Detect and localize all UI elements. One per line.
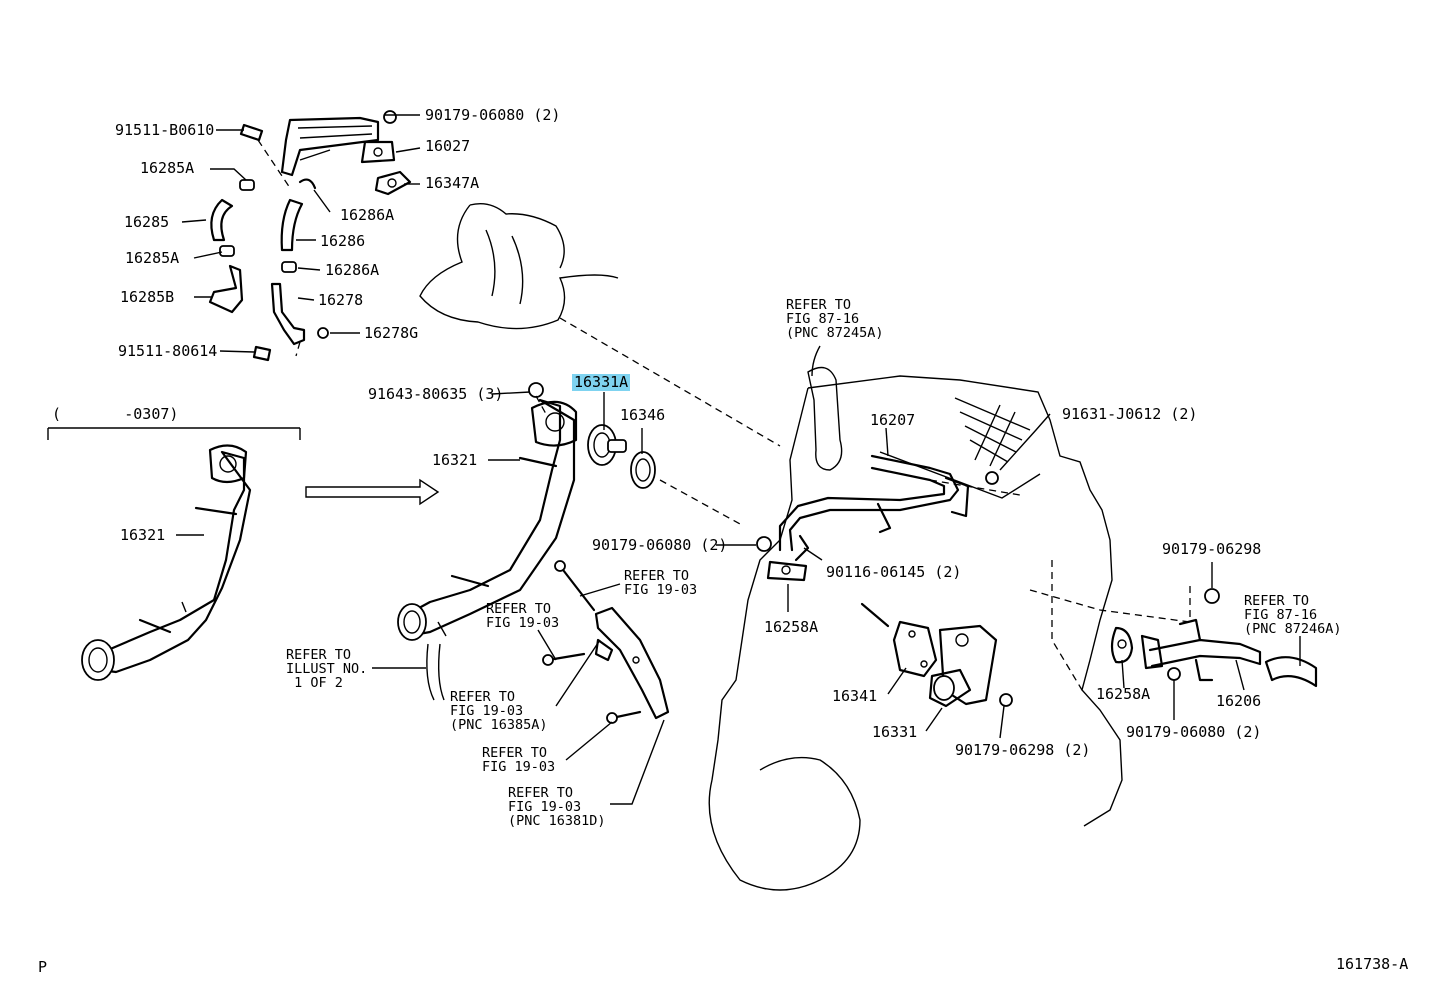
part-label-90116-06145[interactable]: 90116-06145 (2) [826,563,962,581]
ref-note-pnc-87246a: REFER TO FIG 87-16 (PNC 87246A) [1244,593,1342,637]
water-outlet-pipe-old [47,427,301,681]
bracket-group [542,560,670,724]
part-label-91511-b0610[interactable]: 91511-B0610 [115,121,215,139]
ref-note-pnc-87245a: REFER TO FIG 87-16 (PNC 87245A) [786,297,884,341]
part-label-90179-06080-right[interactable]: 90179-06080 (2) [1126,723,1262,741]
ref-note-pnc-16385a: REFER TO FIG 19-03 (PNC 16385A) [450,689,548,733]
date-range-label: ( -0307) [52,405,179,423]
part-label-16285b[interactable]: 16285B [120,288,175,306]
leader-lines [176,114,1301,805]
part-label-16331a[interactable]: 16331A [572,373,631,391]
part-label-16286a-top[interactable]: 16286A [340,206,395,224]
part-label-16258a-left[interactable]: 16258A [764,618,819,636]
ref-note-fig-19-03-b: REFER TO FIG 19-03 [486,601,560,631]
part-label-90179-06080-mid[interactable]: 90179-06080 (2) [592,536,728,554]
part-label-16321-new[interactable]: 16321 [432,451,478,469]
water-outlet-pipe-new [397,382,578,701]
engine-block-outline [708,366,1191,891]
part-label-16285a-mid[interactable]: 16285A [125,249,180,267]
part-label-16285[interactable]: 16285 [124,213,170,231]
ref-note-fig-19-03-c: REFER TO FIG 19-03 [482,745,556,775]
part-label-16286[interactable]: 16286 [320,232,366,250]
ref-note-fig-19-03-a: REFER TO FIG 19-03 [624,568,698,598]
page-letter: P [38,958,48,976]
part-label-90179-06080-top[interactable]: 90179-06080 (2) [425,106,561,124]
part-label-90179-06298-2[interactable]: 90179-06298 (2) [955,741,1091,759]
part-label-16285a-top[interactable]: 16285A [140,159,195,177]
replacement-arrow [305,478,440,506]
part-label-16286a-mid[interactable]: 16286A [325,261,380,279]
water-inlet-group [860,602,1013,708]
part-label-16331[interactable]: 16331 [872,723,918,741]
turbo-housing-outline [419,202,781,447]
part-label-16341[interactable]: 16341 [832,687,878,705]
water-pipe-16206 [1110,588,1318,688]
part-label-16346[interactable]: 16346 [620,406,666,424]
ref-note-pnc-16381d: REFER TO FIG 19-03 (PNC 16381D) [508,785,606,829]
part-label-16258a-right[interactable]: 16258A [1096,685,1151,703]
bypass-pipe-16207 [756,454,999,582]
part-label-16321-old[interactable]: 16321 [120,526,166,544]
part-label-16278g[interactable]: 16278G [364,324,419,342]
part-label-16347a[interactable]: 16347A [425,174,480,192]
thermostat-group [587,424,741,525]
part-label-16027[interactable]: 16027 [425,137,471,155]
part-label-91511-80614[interactable]: 91511-80614 [118,342,218,360]
part-label-16278[interactable]: 16278 [318,291,364,309]
part-label-91643-80635[interactable]: 91643-80635 (3) [368,385,504,403]
upper-hose-assembly [208,110,412,362]
part-label-16207[interactable]: 16207 [870,411,916,429]
part-label-16206[interactable]: 16206 [1216,692,1262,710]
part-label-90179-06298[interactable]: 90179-06298 [1162,540,1262,558]
figure-id: 161738-A [1336,955,1409,973]
part-label-91631-j0612[interactable]: 91631-J0612 (2) [1062,405,1198,423]
ref-note-illust-1-of-2: REFER TO ILLUST NO. 1 OF 2 [286,647,368,691]
